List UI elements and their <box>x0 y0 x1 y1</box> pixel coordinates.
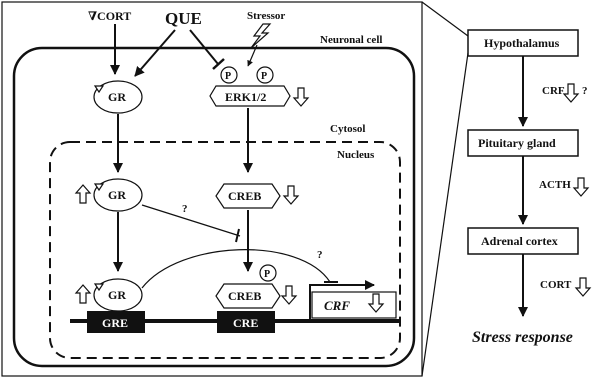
gr-dna-label: GR <box>108 288 126 302</box>
erk-phospho-1 <box>220 66 238 84</box>
gre-element <box>87 311 145 333</box>
nucleus-label: Nucleus <box>337 149 375 161</box>
cell-title: Neuronal cell <box>320 34 382 46</box>
gr-inhibits-crf-arc <box>141 249 331 289</box>
creb-down-arrow-icon <box>282 185 300 205</box>
erk-label: ERK1/2 <box>225 90 266 104</box>
gr-dna-up-arrow-icon <box>74 284 92 304</box>
cort-input-label: ∇CORT <box>88 9 131 23</box>
crf-gene-label: CRF <box>324 298 350 313</box>
hypothalamus-label: Hypothalamus <box>484 36 560 50</box>
creb-phospho-label: P <box>264 269 270 280</box>
gr-cytosol-notch <box>93 85 105 94</box>
creb-node <box>215 183 281 209</box>
que-label: QUE <box>165 9 202 28</box>
adrenal-box <box>467 227 579 255</box>
pituitary-box <box>467 129 579 157</box>
erk-phospho-2-label: P <box>261 71 267 82</box>
erk-phospho-1-label: P <box>225 71 231 82</box>
crf-transcription-arrow <box>309 280 375 321</box>
que-to-gr-arrow <box>134 29 176 77</box>
frame-connector-bottom <box>421 52 469 377</box>
gr-nucleus-label: GR <box>108 188 126 202</box>
gr-dna <box>93 278 143 312</box>
acth-label: ACTH <box>539 179 571 191</box>
stress-response-label: Stress response <box>472 329 573 346</box>
cre-label: CRE <box>233 316 258 330</box>
creb-label: CREB <box>228 189 261 203</box>
cre-element <box>217 311 275 333</box>
crf-gene-down-arrow-icon <box>367 293 385 313</box>
gr-cytosol <box>93 80 143 114</box>
gre-label: GRE <box>102 316 128 330</box>
gr-nucleus-up-arrow-icon <box>74 184 92 204</box>
acth-down-arrow-icon <box>572 177 590 197</box>
erk-node <box>209 85 291 107</box>
cort-hormone-down-arrow-icon <box>574 277 592 297</box>
creb-phospho <box>259 264 277 282</box>
frame-connector-top <box>421 1 469 37</box>
gr-inhibits-creb <box>141 204 241 237</box>
cytosol-label: Cytosol <box>330 123 365 135</box>
crf-hormone-question: ? <box>582 85 588 97</box>
crf-hormone-label: CRF <box>542 85 565 97</box>
outer-frame <box>1 1 423 377</box>
crf-hormone-down-arrow-icon <box>562 83 580 103</box>
creb-p-node <box>215 283 281 309</box>
gr-cytosol-label: GR <box>108 90 126 104</box>
gr-dna-notch <box>93 283 105 292</box>
gr-nucleus-notch <box>93 183 105 192</box>
creb-p-label: CREB <box>228 289 261 303</box>
stressor-label: Stressor <box>247 10 285 22</box>
hypothalamus-box <box>467 29 579 57</box>
gr-nucleus <box>93 178 143 212</box>
neuronal-cell <box>12 46 416 368</box>
adrenal-label: Adrenal cortex <box>481 234 558 248</box>
erk-down-arrow-icon <box>292 87 310 107</box>
question-mark-2: ? <box>317 249 323 261</box>
creb-p-down-arrow-icon <box>280 285 298 305</box>
que-inhibits-erk <box>189 29 219 65</box>
nucleus <box>49 141 401 359</box>
erk-phospho-2 <box>256 66 274 84</box>
cort-hormone-label: CORT <box>540 279 572 291</box>
question-mark-1: ? <box>182 203 188 215</box>
stressor-to-erk-arrow <box>247 44 258 67</box>
gr-inhibit-bar <box>235 228 240 243</box>
stressor-bolt-icon <box>250 23 272 49</box>
pituitary-label: Pituitary gland <box>478 136 556 150</box>
que-inhibit-bar <box>212 58 225 70</box>
